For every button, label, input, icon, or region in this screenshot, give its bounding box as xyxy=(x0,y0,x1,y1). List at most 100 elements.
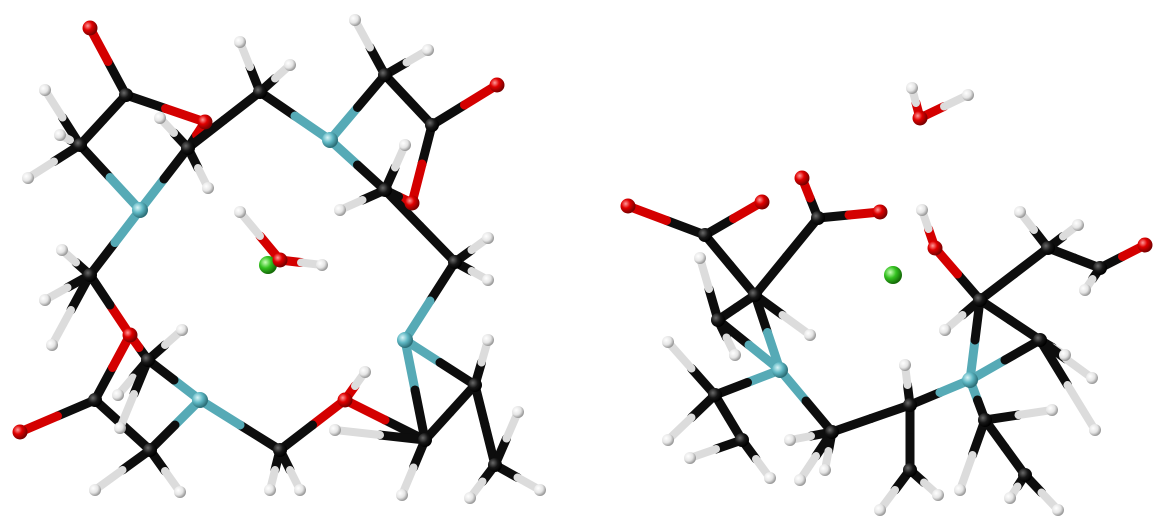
oxygen-atom-icon xyxy=(489,77,505,93)
hydrogen-atom-icon xyxy=(1014,206,1026,218)
bond-stick xyxy=(375,430,430,445)
oxygen-atom-icon xyxy=(872,204,888,220)
carbon-atom-icon xyxy=(253,85,267,99)
nitrogen-atom-icon xyxy=(192,392,208,408)
carbon-atom-icon xyxy=(378,183,392,197)
carbon-atom-icon xyxy=(1093,261,1107,275)
hydrogen-atom-icon xyxy=(534,484,546,496)
oxygen-atom-icon xyxy=(82,20,98,36)
bond-stick xyxy=(975,269,1019,305)
oxygen-atom-icon xyxy=(794,170,810,186)
hydrogen-atom-icon xyxy=(154,112,166,124)
hydrogen-atom-icon xyxy=(684,452,696,464)
nitrogen-atom-icon xyxy=(397,332,413,348)
hydrogen-atom-icon xyxy=(294,484,306,496)
bond-stick xyxy=(116,390,138,432)
carbon-atom-icon xyxy=(468,378,482,392)
hydrogen-atom-icon xyxy=(422,44,434,56)
carbon-atom-icon xyxy=(903,398,917,412)
hydrogen-atom-icon xyxy=(112,389,124,401)
bond-stick xyxy=(1009,243,1053,279)
bond-stick xyxy=(353,70,390,112)
hydrogen-atom-icon xyxy=(1052,504,1064,516)
oxygen-atom-icon xyxy=(272,252,288,268)
carbon-atom-icon xyxy=(973,293,987,307)
right-bonds xyxy=(623,84,1150,514)
hydrogen-atom-icon xyxy=(962,89,974,101)
left-structure xyxy=(12,14,546,504)
bond-stick xyxy=(48,306,75,349)
carbon-atom-icon xyxy=(488,458,502,472)
hydrogen-atom-icon xyxy=(39,294,51,306)
hydrogen-atom-icon xyxy=(939,324,951,336)
hydrogen-atom-icon xyxy=(482,274,494,286)
carbon-atom-icon xyxy=(273,443,287,457)
hydrogen-atom-icon xyxy=(22,172,34,184)
carbon-atom-icon xyxy=(83,268,97,282)
nitrogen-atom-icon xyxy=(322,132,338,148)
bond-stick xyxy=(235,420,285,455)
nitrogen-atom-icon xyxy=(772,362,788,378)
bond-stick xyxy=(750,252,791,300)
hydrogen-atom-icon xyxy=(349,14,361,26)
bond-stick xyxy=(183,115,229,153)
hydrogen-atom-icon xyxy=(482,232,494,244)
bond-stick xyxy=(255,87,300,121)
carbon-atom-icon xyxy=(88,393,102,407)
bond-stick xyxy=(1063,381,1099,434)
bond-stick xyxy=(425,257,460,306)
carbon-atom-icon xyxy=(978,413,992,427)
oxygen-atom-icon xyxy=(197,114,213,130)
hydrogen-atom-icon xyxy=(46,339,58,351)
hydrogen-atom-icon xyxy=(39,84,51,96)
hydrogen-atom-icon xyxy=(916,204,928,216)
oxygen-atom-icon xyxy=(404,195,420,211)
carbon-atom-icon xyxy=(425,118,439,132)
oxygen-atom-icon xyxy=(12,424,28,440)
carbon-atom-icon xyxy=(119,88,133,102)
hydrogen-atom-icon xyxy=(819,464,831,476)
carbon-atom-icon xyxy=(711,313,725,327)
oxygen-atom-icon xyxy=(1137,237,1153,253)
hydrogen-atom-icon xyxy=(399,139,411,151)
bond-stick xyxy=(380,185,425,231)
hydrogen-atom-icon xyxy=(954,484,966,496)
carbon-atom-icon xyxy=(735,433,749,447)
hydrogen-atom-icon xyxy=(1089,424,1101,436)
hydrogen-atom-icon xyxy=(284,59,296,71)
oxygen-atom-icon xyxy=(754,194,770,210)
bond-stick xyxy=(400,335,420,395)
oxygen-atom-icon xyxy=(620,198,636,214)
nitrogen-atom-icon xyxy=(962,372,978,388)
carbon-atom-icon xyxy=(811,211,825,225)
hydrogen-atom-icon xyxy=(1004,492,1016,504)
hydrogen-atom-icon xyxy=(174,486,186,498)
hydrogen-atom-icon xyxy=(234,36,246,48)
hydrogen-atom-icon xyxy=(906,82,918,94)
hydrogen-atom-icon xyxy=(932,489,944,501)
hydrogen-atom-icon xyxy=(264,484,276,496)
hydrogen-atom-icon xyxy=(396,489,408,501)
bond-stick xyxy=(782,213,823,261)
hydrogen-atom-icon xyxy=(1046,404,1058,416)
hydrogen-atom-icon xyxy=(176,324,188,336)
hydrogen-atom-icon xyxy=(234,206,246,218)
oxygen-atom-icon xyxy=(337,392,353,408)
hydrogen-atom-icon xyxy=(359,366,371,378)
hydrogen-atom-icon xyxy=(1079,284,1091,296)
hydrogen-atom-icon xyxy=(114,422,126,434)
hydrogen-atom-icon xyxy=(202,182,214,194)
hydrogen-atom-icon xyxy=(1086,372,1098,384)
hydrogen-atom-icon xyxy=(784,434,796,446)
oxygen-atom-icon xyxy=(927,240,943,256)
carbon-atom-icon xyxy=(448,255,462,269)
bond-stick xyxy=(75,140,115,182)
carbon-atom-icon xyxy=(708,388,722,402)
hydrogen-atom-icon xyxy=(662,336,674,348)
carbon-atom-icon xyxy=(378,68,392,82)
bond-stick xyxy=(1035,335,1072,390)
hydrogen-atom-icon xyxy=(662,434,674,446)
carbon-atom-icon xyxy=(73,138,87,152)
carbon-atom-icon xyxy=(143,443,157,457)
